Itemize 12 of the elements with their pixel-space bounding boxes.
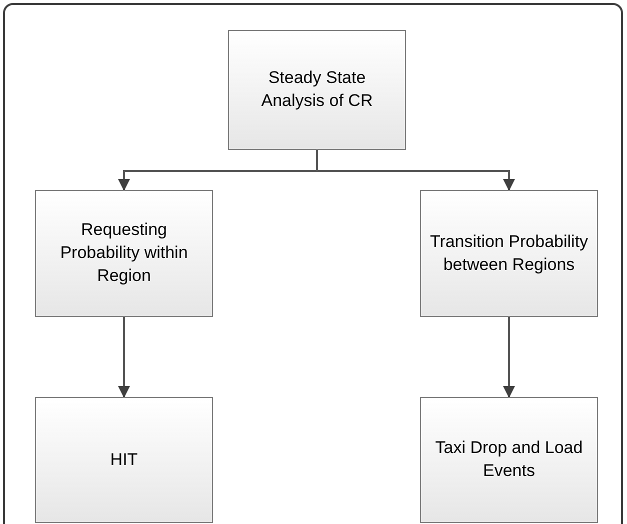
box-label: HIT <box>110 448 138 471</box>
process-box <box>35 397 213 523</box>
process-box <box>35 190 213 317</box>
box-label: Steady State Analysis of CR <box>260 67 374 112</box>
process-box <box>420 397 598 523</box>
box-label: Taxi Drop and Load Events <box>434 437 584 482</box>
arrow <box>503 317 515 398</box>
arrow <box>118 317 130 398</box>
box-label: Requesting Probability within Region <box>59 219 189 287</box>
box-label: Transition Probability between Regions <box>429 230 589 276</box>
process-box <box>228 30 406 150</box>
process-box <box>420 190 598 317</box>
